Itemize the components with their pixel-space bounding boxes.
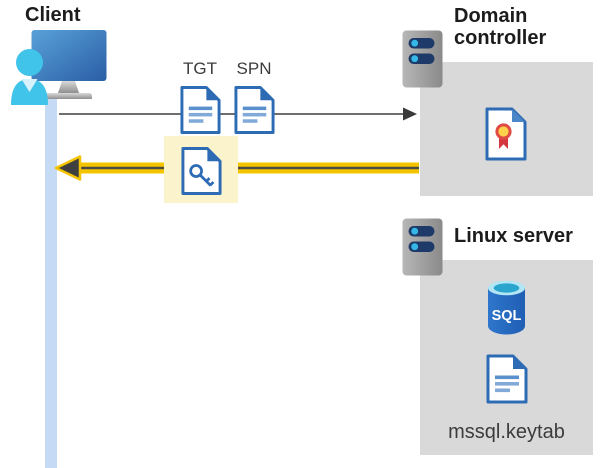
client-computer-icon: [11, 30, 107, 105]
monitor-icon: [31, 30, 107, 99]
domain-controller-server-icon: [402, 30, 443, 88]
linux-server-icon: [402, 218, 443, 276]
certificate-icon: [485, 107, 527, 161]
tgt-document-icon: [180, 86, 221, 134]
tgt-label: TGT: [183, 59, 217, 78]
spn-label: SPN: [236, 59, 272, 78]
sql-database-icon: SQL: [488, 280, 525, 335]
key-glyph: [189, 164, 215, 187]
client-timeline-bar: [45, 95, 57, 468]
keytab-filename-label: mssql.keytab: [448, 421, 565, 443]
request-arrow-right: [59, 107, 417, 121]
client-label: Client: [25, 4, 81, 26]
response-arrow-left: [54, 155, 419, 181]
linux-server-label: Linux server: [454, 225, 573, 247]
key-document-icon: [181, 147, 222, 195]
keytab-document-icon: [486, 354, 528, 404]
person-icon: [11, 49, 48, 105]
domain-controller-label: Domain controller: [454, 5, 547, 49]
sql-text: SQL: [492, 308, 522, 324]
spn-document-icon: [234, 86, 275, 134]
